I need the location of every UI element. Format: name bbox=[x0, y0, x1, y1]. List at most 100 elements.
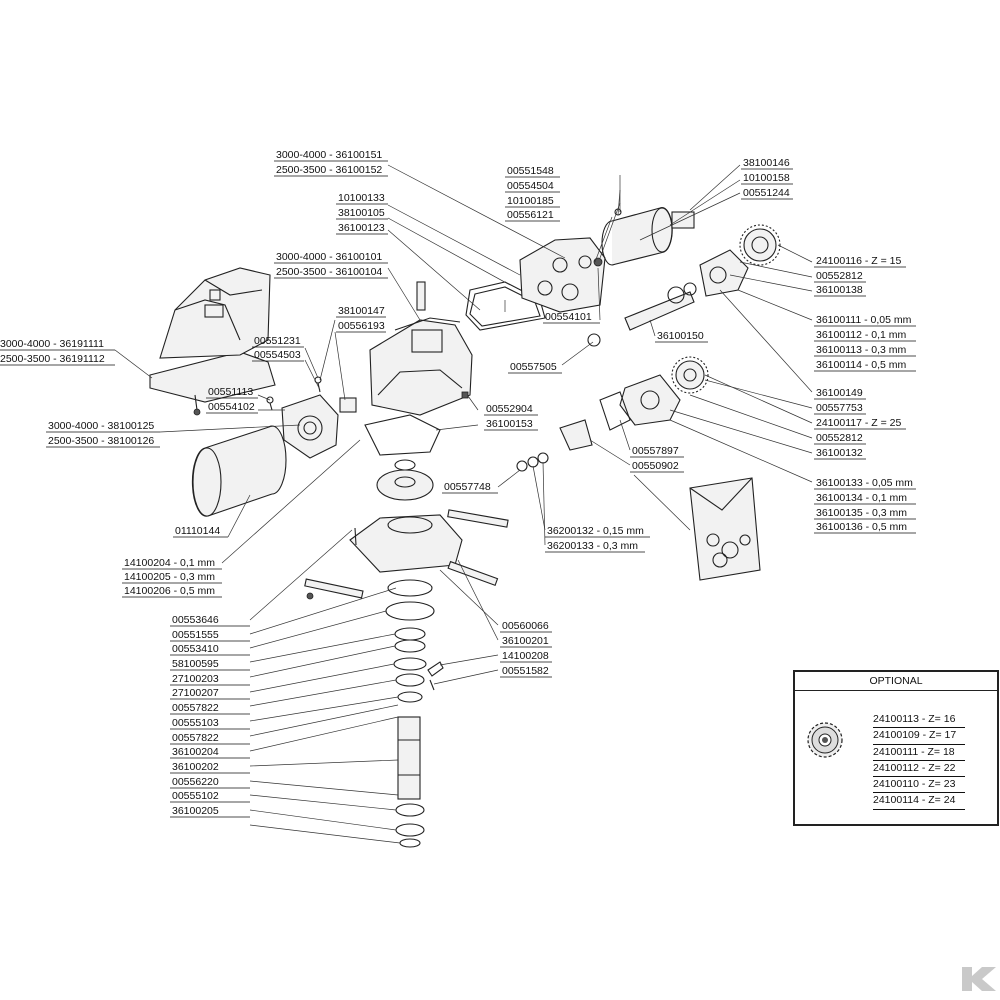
label-00557748: 00557748 bbox=[444, 481, 491, 493]
label-00553646: 00553646 bbox=[172, 614, 219, 626]
label-36100205: 36100205 bbox=[172, 805, 219, 817]
label-36100202: 36100202 bbox=[172, 761, 219, 773]
label-36100135: 36100135 - 0,3 mm bbox=[816, 507, 907, 519]
label-38100126: 2500-3500 - 38100126 bbox=[48, 435, 154, 447]
label-00553410: 00553410 bbox=[172, 643, 219, 655]
label-36191112: 2500-3500 - 36191112 bbox=[0, 353, 105, 365]
label-36200133: 36200133 - 0,3 mm bbox=[547, 540, 638, 552]
optional-item: 24100113 - Z= 16 bbox=[873, 712, 965, 729]
label-36100150: 36100150 bbox=[657, 330, 704, 342]
parts-drawing bbox=[149, 207, 781, 848]
label-36100204: 36100204 bbox=[172, 746, 219, 758]
label-36100101: 3000-4000 - 36100101 bbox=[276, 251, 382, 263]
part-labels: 3000-4000 - 36100151 2500-3500 - 3610015… bbox=[0, 149, 916, 818]
label-24100117: 24100117 - Z = 25 bbox=[816, 417, 901, 429]
label-36100111: 36100111 - 0,05 mm bbox=[816, 314, 912, 326]
label-10100185: 10100185 bbox=[507, 195, 554, 207]
label-00554102: 00554102 bbox=[208, 401, 255, 413]
cover-plate bbox=[519, 237, 606, 313]
bevel-pinion bbox=[516, 419, 593, 472]
label-38100147: 38100147 bbox=[338, 305, 385, 317]
label-36100152: 2500-3500 - 36100152 bbox=[276, 164, 382, 176]
upper-drum bbox=[593, 207, 695, 267]
central-housing bbox=[369, 317, 473, 416]
k-logo-icon bbox=[962, 967, 996, 991]
label-00551231: 00551231 bbox=[254, 335, 301, 347]
label-38100125: 3000-4000 - 38100125 bbox=[48, 420, 154, 432]
label-00551244: 00551244 bbox=[743, 187, 790, 199]
label-36100201: 36100201 bbox=[502, 635, 549, 647]
label-00555102: 00555102 bbox=[172, 790, 219, 802]
label-00551548: 00551548 bbox=[507, 165, 554, 177]
label-00551555: 00551555 bbox=[172, 629, 219, 641]
left-gearbox-housing bbox=[149, 267, 276, 416]
left-cover-flange bbox=[281, 394, 339, 459]
label-36100112: 36100112 - 0,1 mm bbox=[816, 329, 907, 341]
shim-envelope bbox=[689, 477, 761, 581]
optional-item: 24100114 - Z= 24 bbox=[873, 793, 965, 810]
label-00557505: 00557505 bbox=[510, 361, 557, 373]
label-36200132: 36200132 - 0,15 mm bbox=[547, 525, 644, 537]
label-00556121: 00556121 bbox=[507, 209, 554, 221]
label-00552812-b: 00552812 bbox=[816, 432, 863, 444]
lower-housing bbox=[304, 509, 509, 600]
upper-shaft bbox=[587, 282, 697, 347]
optional-item: 24100109 - Z= 17 bbox=[873, 728, 965, 745]
label-00550902: 00550902 bbox=[632, 460, 679, 472]
label-00554101: 00554101 bbox=[545, 311, 592, 323]
label-14100205: 14100205 - 0,3 mm bbox=[124, 571, 215, 583]
label-38100146: 38100146 bbox=[743, 157, 790, 169]
label-14100208: 14100208 bbox=[502, 650, 549, 662]
optional-item: 24100110 - Z= 23 bbox=[873, 777, 965, 794]
label-00556220: 00556220 bbox=[172, 776, 219, 788]
optional-item: 24100112 - Z= 22 bbox=[873, 761, 965, 778]
label-36100151: 3000-4000 - 36100151 bbox=[276, 149, 382, 161]
label-00551113: 00551113 bbox=[208, 386, 253, 398]
label-36100104: 2500-3500 - 36100104 bbox=[276, 266, 382, 278]
label-01110144: 01110144 bbox=[175, 525, 220, 537]
upper-bearing-plate bbox=[699, 224, 781, 297]
label-14100206: 14100206 - 0,5 mm bbox=[124, 585, 215, 597]
label-00556193: 00556193 bbox=[338, 320, 385, 332]
optional-item: 24100111 - Z= 18 bbox=[873, 745, 965, 761]
label-00552812-a: 00552812 bbox=[816, 270, 863, 282]
label-10100133: 10100133 bbox=[338, 192, 385, 204]
label-36100132: 36100132 bbox=[816, 447, 863, 459]
label-36100136: 36100136 - 0,5 mm bbox=[816, 521, 907, 533]
label-36191111: 3000-4000 - 36191111 bbox=[0, 338, 104, 350]
label-00554503: 00554503 bbox=[254, 349, 301, 361]
optional-parts-list: 24100113 - Z= 16 24100109 - Z= 17 241001… bbox=[873, 712, 993, 810]
optional-title: OPTIONAL bbox=[795, 672, 997, 691]
label-00557897: 00557897 bbox=[632, 445, 679, 457]
label-27100207: 27100207 bbox=[172, 687, 219, 699]
label-36100138: 36100138 bbox=[816, 284, 863, 296]
label-36100153: 36100153 bbox=[486, 418, 533, 430]
spur-gear-icon bbox=[807, 722, 843, 758]
label-27100203: 27100203 bbox=[172, 673, 219, 685]
label-36100149: 36100149 bbox=[816, 387, 863, 399]
bevel-gear bbox=[364, 414, 441, 501]
label-00557822-a: 00557822 bbox=[172, 702, 219, 714]
label-00551582: 00551582 bbox=[502, 665, 549, 677]
label-00554504: 00554504 bbox=[507, 180, 554, 192]
label-10100158: 10100158 bbox=[743, 172, 790, 184]
label-36100134: 36100134 - 0,1 mm bbox=[816, 492, 907, 504]
label-00557753: 00557753 bbox=[816, 402, 863, 414]
cylinder-shield bbox=[191, 425, 287, 517]
label-00552904: 00552904 bbox=[486, 403, 533, 415]
vertical-shaft-stack bbox=[385, 579, 444, 848]
label-38100105: 38100105 bbox=[338, 207, 385, 219]
optional-parts-box: OPTIONAL 24100113 - Z= 16 24100109 - Z= … bbox=[793, 670, 999, 826]
label-58100595: 58100595 bbox=[172, 658, 219, 670]
label-00555103: 00555103 bbox=[172, 717, 219, 729]
label-36100133: 36100133 - 0,05 mm bbox=[816, 477, 913, 489]
label-00557822-b: 00557822 bbox=[172, 732, 219, 744]
leader-lines bbox=[114, 164, 813, 844]
label-24100116: 24100116 - Z = 15 bbox=[816, 255, 901, 267]
label-14100204: 14100204 - 0,1 mm bbox=[124, 557, 215, 569]
label-36100114: 36100114 - 0,5 mm bbox=[816, 359, 907, 371]
label-36100113: 36100113 - 0,3 mm bbox=[816, 344, 907, 356]
label-36100123: 36100123 bbox=[338, 222, 385, 234]
label-00560066: 00560066 bbox=[502, 620, 549, 632]
